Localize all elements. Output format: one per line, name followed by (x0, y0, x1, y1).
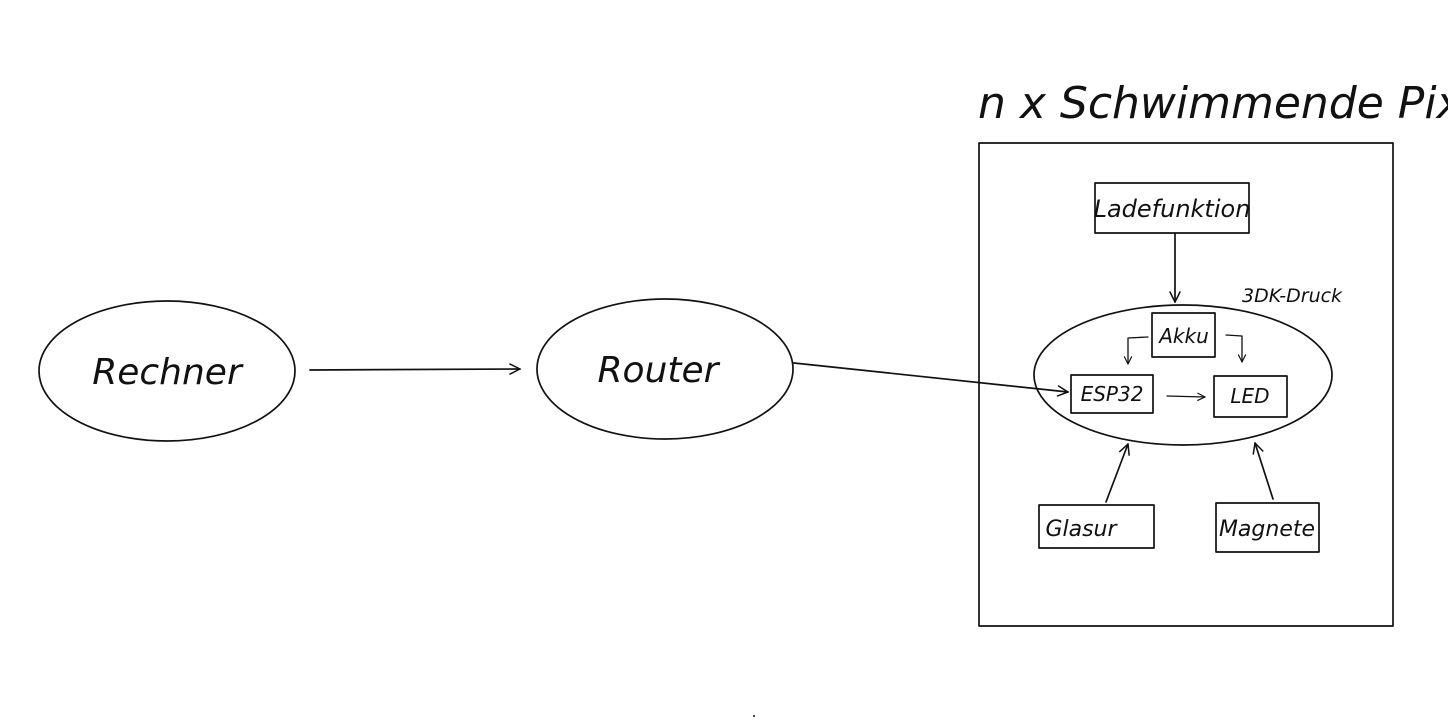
druck-enclosure (1033, 304, 1333, 446)
pixel-container (978, 142, 1394, 627)
router-to-esp32-arrow (793, 362, 1069, 397)
glasur-to-enclosure-arrow (1105, 443, 1130, 503)
magnete-to-enclosure-arrow (1252, 442, 1274, 500)
led-box (1213, 375, 1288, 418)
esp32-box (1070, 374, 1154, 414)
led-label: LED (1230, 384, 1269, 408)
rechner-node (38, 300, 296, 442)
ladefunktion-label: Ladefunktion (1094, 195, 1251, 223)
druck-label: 3DK-Druck (1242, 285, 1343, 307)
router-label: Router (598, 350, 721, 391)
rechner-label: Rechner (92, 352, 244, 393)
rechner-to-router-arrow (309, 363, 521, 375)
akku-to-esp32-arrow (1123, 336, 1149, 365)
magnete-label: Magnete (1219, 517, 1315, 542)
glasur-label: Glasur (1045, 517, 1118, 542)
akku-label: Akku (1157, 324, 1209, 348)
ladefunktion-box (1094, 182, 1250, 234)
stray-dot (753, 715, 755, 717)
esp32-label: ESP32 (1081, 382, 1144, 406)
diagram-title: n x Schwimmende Pixel (978, 78, 1448, 129)
esp32-to-led-arrow (1166, 392, 1206, 401)
akku-box (1151, 312, 1216, 358)
magnete-box (1215, 502, 1320, 553)
router-node (536, 298, 794, 440)
akku-to-led-arrow (1225, 334, 1247, 363)
glasur-box (1038, 504, 1155, 549)
